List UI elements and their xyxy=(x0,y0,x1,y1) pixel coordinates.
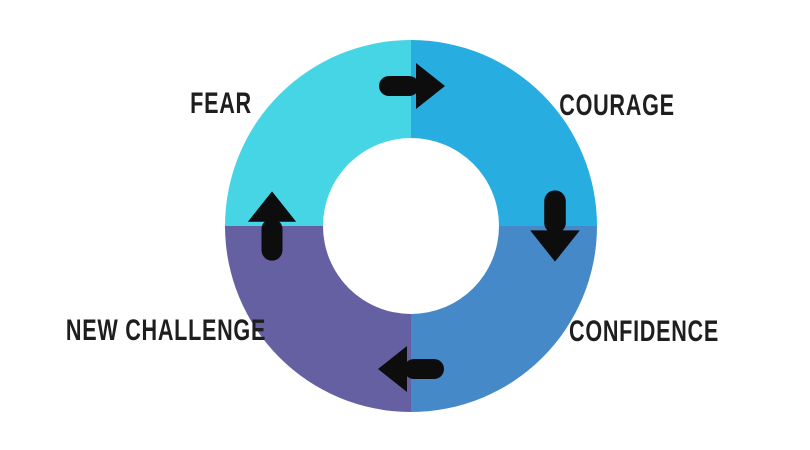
arrow-up-icon xyxy=(247,191,297,261)
label-fear: FEAR xyxy=(190,87,252,120)
label-new-challenge: NEW CHALLENGE xyxy=(65,314,267,347)
label-confidence: CONFIDENCE xyxy=(568,315,720,348)
arrow-down-icon xyxy=(530,190,580,262)
arrow-left-icon xyxy=(378,346,444,392)
label-courage: COURAGE xyxy=(559,89,675,122)
donut-hole xyxy=(323,138,499,314)
arrow-right-icon xyxy=(379,63,445,109)
